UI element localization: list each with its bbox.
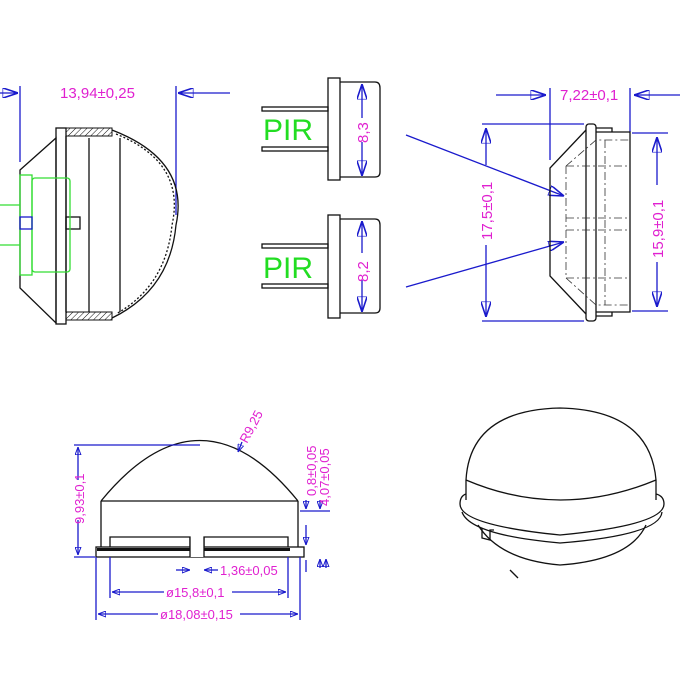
pir-can-1 (340, 81, 381, 178)
iso-tab (481, 528, 494, 541)
side-view: 13,94±0,25 (0, 85, 230, 325)
front-dome (100, 440, 299, 502)
iso-view (459, 407, 665, 579)
pir-label-1: PIR (263, 114, 313, 147)
pir-label-2: PIR (263, 252, 313, 285)
side-dome (111, 129, 179, 319)
front-outer-diameter-dim: ø18,08±0,15 (160, 607, 233, 622)
back-depth-dim: 7,22±0,1 (560, 87, 618, 104)
side-cone (19, 136, 57, 325)
pir-sensor-1: PIR 8,3 (261, 77, 381, 181)
front-slot-dim: 1,36±0,05 (220, 563, 278, 578)
pir-sensor-2: PIR 8,2 (261, 214, 381, 319)
front-cap-dim: 4,07±0,05 (317, 448, 332, 506)
side-hatch-top (65, 127, 113, 137)
back-inner-height-dim: 15,9±0,1 (650, 200, 667, 258)
front-flange-dim: 0,8±0,05 (304, 445, 319, 496)
iso-dome (465, 407, 657, 481)
front-view: R9,25 9,93±0,1 0,8±0,05 4,07±0,05 1,36±0… (72, 408, 332, 622)
pir-dim-2: 8,2 (355, 261, 372, 282)
side-flange (55, 127, 67, 325)
back-outer-height-dim: 17,5±0,1 (479, 182, 496, 240)
pir-can-2 (340, 218, 381, 314)
front-height-dim: 9,93±0,1 (72, 473, 87, 524)
pir-base-2 (327, 214, 341, 319)
pir-dim-1: 8,3 (355, 122, 372, 143)
pir-base-1 (327, 77, 341, 181)
front-inner-diameter-dim: ø15,8±0,1 (166, 585, 224, 600)
side-hatch-bottom (65, 311, 113, 321)
back-view: 7,22±0,1 17,5±0,1 15,9±0,1 (405, 87, 680, 322)
back-flange (585, 123, 597, 322)
side-sensor-outline (19, 174, 33, 276)
side-width-dim: 13,94±0,25 (60, 85, 135, 102)
front-radius-dim: R9,25 (236, 408, 266, 446)
